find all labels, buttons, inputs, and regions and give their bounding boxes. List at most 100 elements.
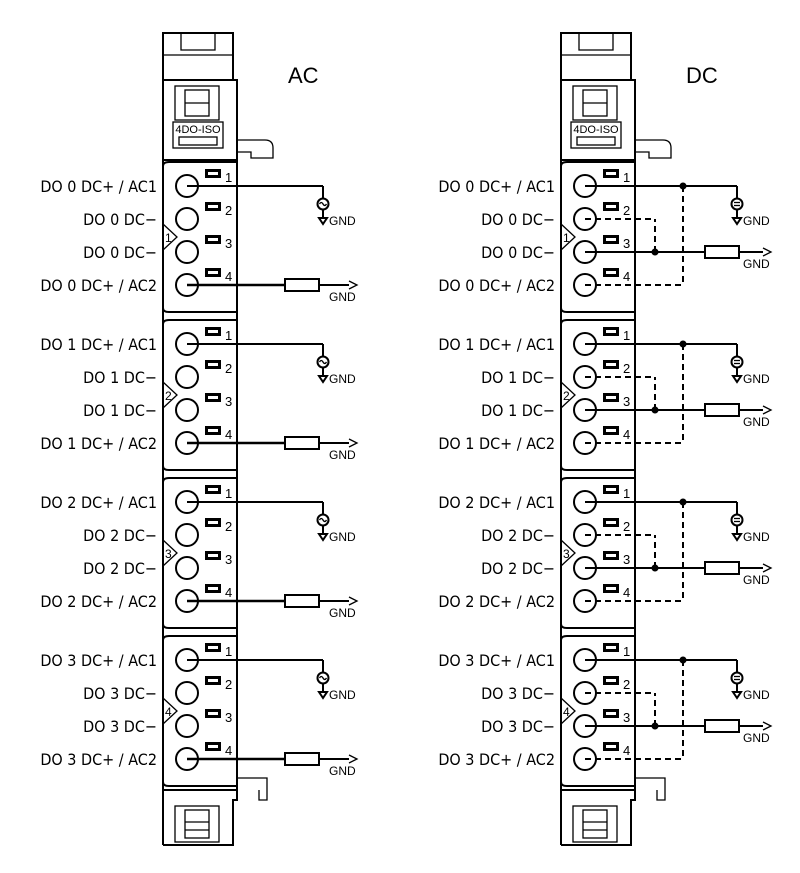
channel-label: DO 1 DC+ / AC2 bbox=[438, 434, 555, 453]
ground-label: GND bbox=[743, 214, 770, 228]
channel-label: DO 3 DC− bbox=[83, 717, 157, 736]
module-label: 4DO-ISO bbox=[573, 124, 619, 136]
dc-source-icon bbox=[730, 355, 744, 369]
pin-number: 2 bbox=[623, 361, 630, 376]
ground-icon bbox=[731, 217, 743, 226]
resistor-icon bbox=[704, 561, 740, 575]
group-marker bbox=[560, 539, 576, 567]
pin-number: 1 bbox=[225, 644, 232, 659]
channel-label: DO 1 DC− bbox=[83, 368, 157, 387]
channel-label: DO 0 DC− bbox=[481, 243, 555, 262]
group-number: 1 bbox=[165, 231, 172, 245]
pin-number: 4 bbox=[225, 269, 232, 284]
diagram-title: AC bbox=[288, 63, 319, 88]
pin-number: 1 bbox=[225, 486, 232, 501]
pin-number: 3 bbox=[225, 394, 232, 409]
channel-label: DO 2 DC+ / AC1 bbox=[40, 493, 157, 512]
ground-label: GND bbox=[329, 606, 356, 620]
pin-number: 1 bbox=[623, 486, 630, 501]
group-marker bbox=[162, 697, 178, 725]
pin-number: 3 bbox=[623, 710, 630, 725]
sine-icon bbox=[318, 201, 328, 207]
ground-label: GND bbox=[743, 415, 770, 429]
channel-label: DO 1 DC− bbox=[481, 401, 555, 420]
ground-icon bbox=[317, 691, 329, 700]
latch-tab bbox=[578, 33, 614, 51]
pin-number: 4 bbox=[623, 269, 630, 284]
pin-number: 1 bbox=[623, 170, 630, 185]
channel-label: DO 1 DC− bbox=[481, 368, 555, 387]
pin-number: 3 bbox=[225, 236, 232, 251]
sine-icon bbox=[318, 359, 328, 365]
ground-label: GND bbox=[743, 688, 770, 702]
connector-plug bbox=[162, 477, 238, 629]
pin-number: 2 bbox=[623, 519, 630, 534]
channel-label: DO 2 DC− bbox=[83, 559, 157, 578]
bottom-latch bbox=[174, 805, 220, 843]
channel-label: DO 1 DC− bbox=[83, 401, 157, 420]
sine-icon bbox=[318, 675, 328, 681]
pin-number: 4 bbox=[225, 585, 232, 600]
channel-label: DO 0 DC+ / AC1 bbox=[438, 177, 555, 196]
group-number: 1 bbox=[563, 231, 570, 245]
ground-icon bbox=[317, 217, 329, 226]
bottom-hook bbox=[635, 777, 666, 801]
bottom-latch-inner bbox=[582, 809, 608, 839]
ground-label: GND bbox=[329, 214, 356, 228]
pin-number: 2 bbox=[623, 203, 630, 218]
channel-label: DO 2 DC+ / AC2 bbox=[438, 592, 555, 611]
connector-plug bbox=[560, 635, 636, 787]
latch-window bbox=[174, 85, 220, 121]
resistor-icon bbox=[284, 436, 320, 450]
channel-label: DO 3 DC+ / AC2 bbox=[40, 750, 157, 769]
channel-label: DO 2 DC− bbox=[481, 559, 555, 578]
ground-icon bbox=[317, 533, 329, 542]
resistor-icon bbox=[704, 245, 740, 259]
pin-number: 2 bbox=[225, 203, 232, 218]
group-number: 2 bbox=[563, 389, 570, 403]
ground-label: GND bbox=[329, 530, 356, 544]
channel-label: DO 0 DC− bbox=[83, 210, 157, 229]
terminal-circle bbox=[175, 398, 199, 422]
group-number: 3 bbox=[165, 547, 172, 561]
channel-label: DO 0 DC+ / AC1 bbox=[40, 177, 157, 196]
resistor-icon bbox=[704, 403, 740, 417]
channel-label: DO 2 DC− bbox=[481, 526, 555, 545]
group-number: 4 bbox=[165, 705, 172, 719]
ground-arrow-icon bbox=[348, 596, 359, 606]
group-marker bbox=[560, 697, 576, 725]
bottom-latch-inner bbox=[184, 809, 210, 839]
connector-plug bbox=[162, 319, 238, 471]
terminal-circle bbox=[175, 523, 199, 547]
pin-number: 4 bbox=[623, 427, 630, 442]
ground-arrow-icon bbox=[762, 721, 773, 731]
bottom-hook bbox=[237, 777, 268, 801]
terminal-circle bbox=[175, 207, 199, 231]
channel-label: DO 0 DC+ / AC2 bbox=[438, 276, 555, 295]
connector-plug bbox=[560, 477, 636, 629]
label-slot bbox=[178, 136, 218, 146]
group-number: 3 bbox=[563, 547, 570, 561]
terminal-circle bbox=[175, 365, 199, 389]
ground-icon bbox=[317, 375, 329, 384]
ground-label: GND bbox=[329, 688, 356, 702]
pin-number: 1 bbox=[225, 170, 232, 185]
pin-number: 4 bbox=[623, 585, 630, 600]
ground-arrow-icon bbox=[348, 438, 359, 448]
module-top-latch bbox=[162, 32, 234, 81]
ground-label: GND bbox=[329, 372, 356, 386]
pin-number: 3 bbox=[623, 394, 630, 409]
group-marker bbox=[162, 381, 178, 409]
resistor-icon bbox=[284, 278, 320, 292]
